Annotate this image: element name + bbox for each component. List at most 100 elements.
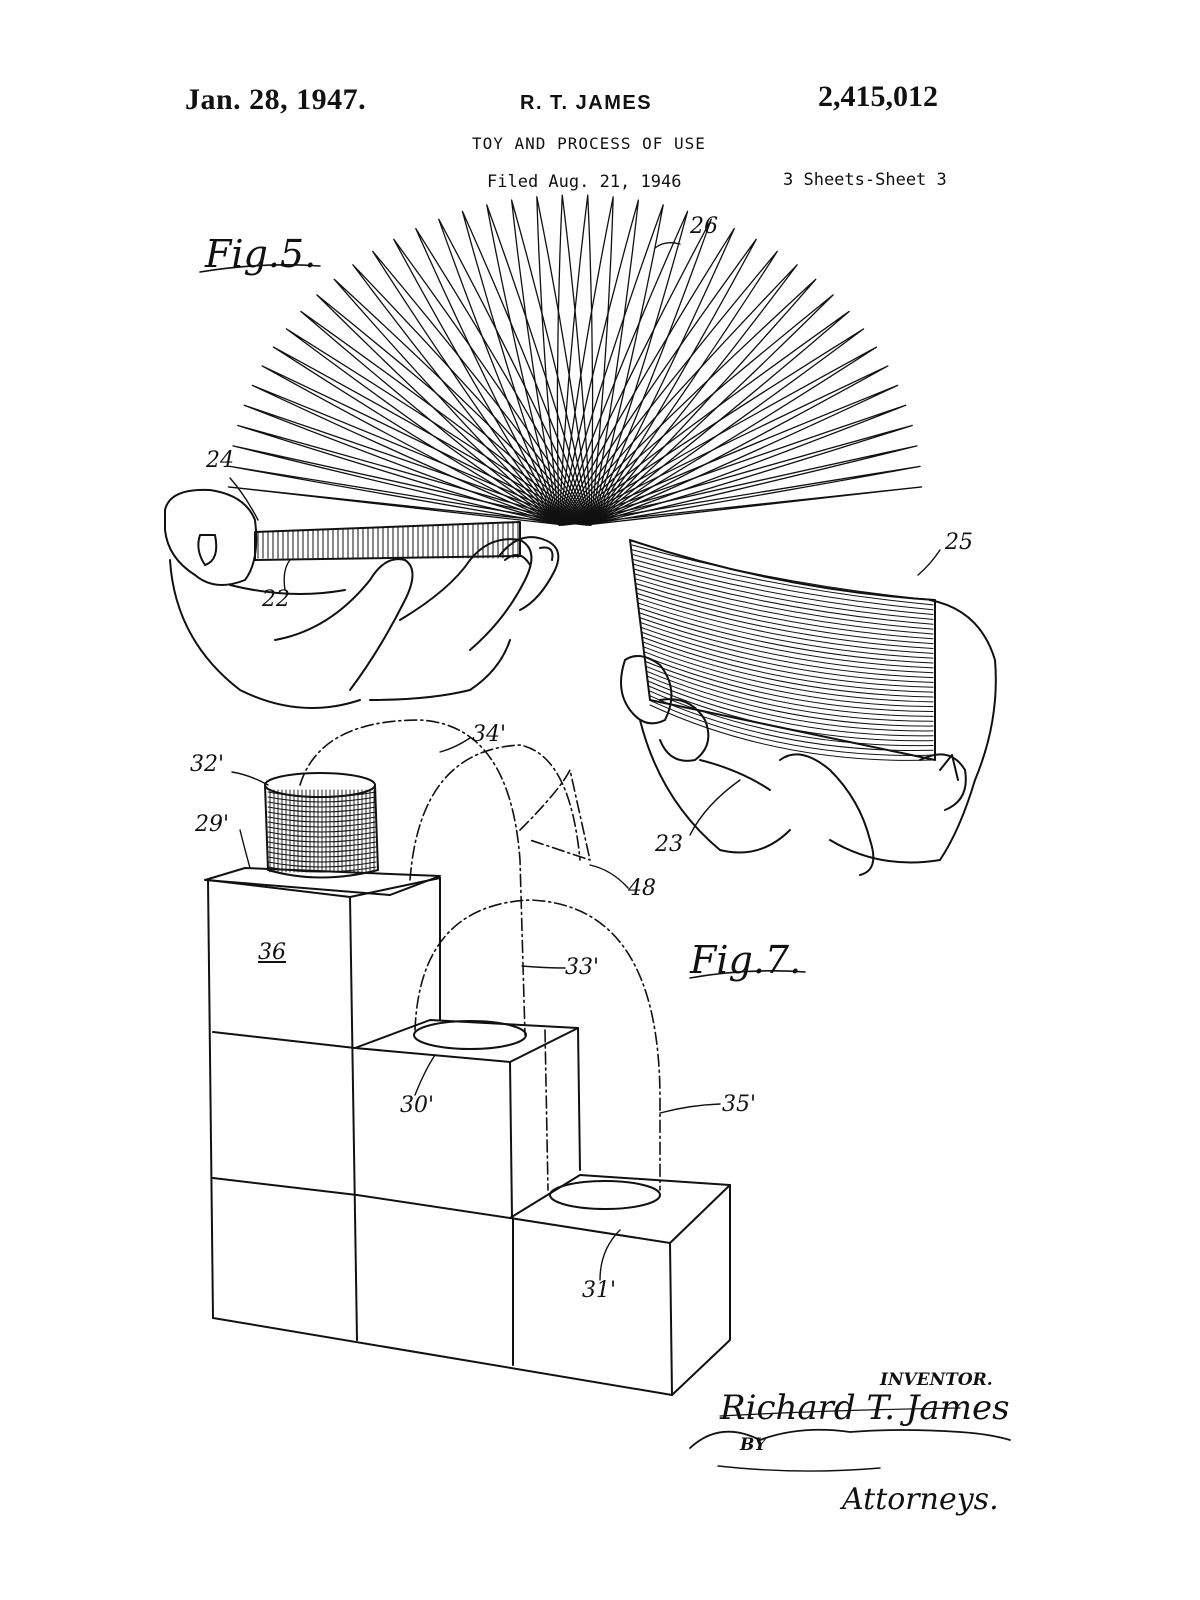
stack-ring bbox=[648, 694, 934, 752]
stack-ring bbox=[635, 583, 934, 640]
stack-ring bbox=[644, 660, 934, 717]
spring-coil bbox=[563, 486, 923, 526]
sheet-number: 3 Sheets-Sheet 3 bbox=[783, 170, 947, 190]
spring-coil bbox=[563, 465, 921, 526]
ref-36: 36 bbox=[258, 940, 286, 965]
cylinder-hatch bbox=[267, 851, 377, 858]
cylinder-hatch bbox=[267, 811, 377, 818]
spring-coil bbox=[556, 194, 592, 526]
stack-ring bbox=[633, 559, 934, 616]
ref-22: 22 bbox=[262, 587, 290, 612]
spring-coil bbox=[559, 264, 798, 526]
spring-coil bbox=[393, 238, 591, 526]
cylinder-hatch bbox=[267, 806, 377, 813]
spring-coil bbox=[232, 445, 588, 526]
spring-coil bbox=[300, 310, 590, 526]
ref-25: 25 bbox=[945, 530, 973, 555]
stack-ring bbox=[643, 651, 934, 708]
ref-48: 48 bbox=[628, 876, 656, 901]
by-label: BY bbox=[740, 1435, 767, 1455]
spring-coil bbox=[272, 346, 590, 526]
stack-ring bbox=[644, 656, 934, 713]
stack-ring bbox=[635, 578, 934, 635]
spring-coil bbox=[560, 294, 834, 526]
cylinder-hatch bbox=[267, 836, 377, 843]
cylinder-hatch bbox=[267, 826, 377, 833]
spring-coil bbox=[560, 328, 865, 526]
spring-coil bbox=[560, 310, 850, 526]
stack-ring bbox=[642, 641, 934, 698]
stack-ring bbox=[647, 689, 934, 747]
stack-ring bbox=[634, 573, 934, 630]
cylinder-hatch bbox=[267, 846, 377, 853]
stack-ring bbox=[639, 617, 934, 674]
spring-coil bbox=[558, 218, 712, 526]
stack-ring bbox=[634, 568, 934, 625]
patent-title: TOY AND PROCESS OF USE bbox=[472, 134, 706, 153]
attorneys-label: Attorneys. bbox=[842, 1482, 999, 1517]
spring-coil bbox=[237, 424, 588, 526]
spring-coil bbox=[415, 227, 592, 526]
patent-number: 2,415,012 bbox=[818, 80, 938, 113]
ref-24: 24 bbox=[206, 448, 234, 473]
spring-coils bbox=[227, 194, 923, 526]
ref-33-prime: 33' bbox=[565, 955, 600, 980]
spring-coil bbox=[229, 465, 587, 526]
stack-ring bbox=[645, 665, 934, 722]
ref-26: 26 bbox=[690, 214, 718, 239]
spring-coil bbox=[562, 404, 907, 526]
spring-coil bbox=[510, 199, 592, 526]
cylinder-hatch bbox=[267, 796, 377, 803]
cylinder-hatch bbox=[267, 841, 377, 848]
spring-coil bbox=[558, 196, 614, 526]
spring-coil bbox=[261, 365, 589, 526]
spring-coil bbox=[438, 218, 592, 526]
cylinder-hatch bbox=[267, 791, 377, 798]
stack-ring bbox=[648, 699, 934, 756]
cylinder-hatch bbox=[267, 856, 377, 863]
stack-ring bbox=[641, 636, 934, 693]
stack-ring bbox=[640, 626, 934, 683]
spring-coil bbox=[558, 227, 735, 526]
spring-coil bbox=[243, 404, 588, 526]
spring-coil bbox=[352, 264, 591, 526]
ref-30-prime: 30' bbox=[400, 1093, 435, 1118]
stack-ring bbox=[633, 563, 934, 620]
stack-ring bbox=[645, 670, 934, 727]
filed-date: Filed Aug. 21, 1946 bbox=[487, 172, 682, 192]
spring-coil bbox=[560, 346, 878, 526]
ref-35-prime: 35' bbox=[722, 1092, 757, 1117]
stack-ring bbox=[647, 685, 934, 742]
stack-ring bbox=[631, 544, 934, 601]
spring-coil bbox=[316, 294, 590, 526]
stack-ring bbox=[636, 588, 934, 645]
cylinder-hatch bbox=[267, 816, 377, 823]
ref-31-prime: 31' bbox=[582, 1278, 617, 1303]
stack-ring bbox=[641, 631, 934, 688]
spring-coil bbox=[561, 384, 899, 526]
spring-coil bbox=[227, 486, 587, 526]
ref-23: 23 bbox=[655, 832, 683, 857]
spring-coil bbox=[558, 194, 594, 526]
ref-29-prime: 29' bbox=[195, 812, 230, 837]
spring-coil bbox=[372, 250, 591, 526]
stack-ring bbox=[640, 622, 934, 679]
spring-coil bbox=[285, 328, 590, 526]
spring-coil bbox=[558, 199, 640, 526]
stack-ring bbox=[637, 597, 934, 654]
spring-coil bbox=[559, 238, 757, 526]
cylinder-hatch bbox=[267, 831, 377, 838]
stack-ring bbox=[632, 554, 934, 611]
stack-ring bbox=[646, 680, 934, 737]
cylinder-hatch bbox=[267, 801, 377, 808]
stack-ring bbox=[632, 549, 934, 606]
stack-ring bbox=[636, 592, 934, 649]
spring-coil bbox=[461, 210, 592, 526]
inventor-label: INVENTOR. bbox=[880, 1370, 993, 1390]
stack-ring bbox=[649, 704, 934, 761]
stack-ring bbox=[639, 612, 934, 669]
stack-ring bbox=[638, 607, 934, 664]
spring-coil bbox=[562, 424, 913, 526]
stack-ring bbox=[638, 602, 934, 659]
spring-coil bbox=[559, 278, 817, 526]
